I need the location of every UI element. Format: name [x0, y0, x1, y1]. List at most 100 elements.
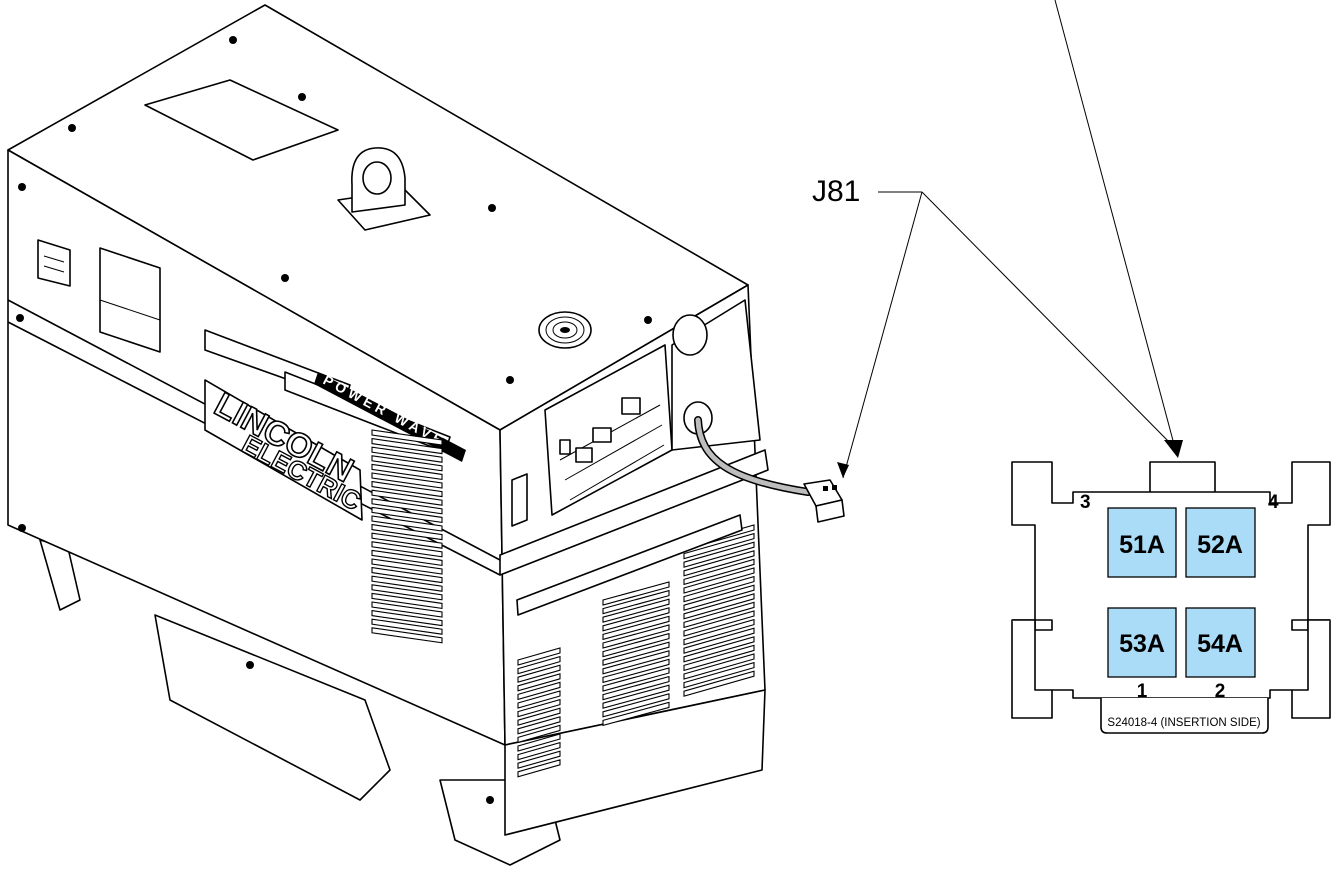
louver-slat: [371, 446, 443, 463]
part-tag: [1100, 698, 1269, 734]
leader-arrowhead: [1164, 440, 1183, 458]
louver-slat: [602, 581, 670, 606]
pin-cell: 53A: [1107, 607, 1177, 678]
louver-slat: [371, 498, 443, 515]
pin-number-3: 3: [1080, 492, 1091, 513]
louver-slat: [371, 627, 443, 644]
terminal-block: [575, 447, 593, 463]
louver-slat: [517, 655, 561, 675]
relay-component: [621, 397, 641, 415]
louver-slat: [683, 618, 755, 646]
connector-face: 51A 52A 53A 54A 3 4 1 2 S24018-4 (INSERT…: [1011, 461, 1331, 734]
pin-cell: 51A: [1107, 507, 1177, 578]
front-skirt: [504, 689, 766, 836]
louver-slat: [517, 698, 561, 718]
louver-slat: [517, 759, 561, 778]
louver-slat: [517, 673, 561, 692]
louver-slat: [371, 558, 443, 575]
louver-slat: [371, 566, 443, 584]
display-window: [37, 239, 71, 287]
pin-54a-label: 54A: [1197, 630, 1243, 658]
pin-52a-label: 52A: [1197, 531, 1243, 559]
leader-line: [921, 191, 1176, 449]
leader-arrowhead: [837, 462, 849, 478]
louver-slat: [517, 647, 561, 666]
louver-slat: [602, 667, 670, 692]
louver-slat: [517, 741, 561, 761]
louver-slat: [683, 532, 755, 560]
louver-slat: [683, 558, 755, 586]
louver-slat: [371, 549, 443, 567]
louver-slat: [517, 690, 561, 709]
louver-slat: [371, 489, 443, 506]
machine-base: [154, 614, 391, 801]
pin-54a: [1185, 607, 1256, 678]
relay-component: [592, 427, 612, 443]
welding-machine: LINCOLN ELECTRIC POWER WAVE: [7, 4, 845, 866]
louver-slat: [602, 641, 670, 666]
louver-slat: [371, 463, 443, 481]
louver-slat: [683, 627, 755, 654]
connector-outline: [1011, 461, 1331, 719]
louver-slat: [371, 515, 443, 532]
louver-slat: [371, 523, 443, 541]
louver-slat: [602, 598, 670, 623]
pin-52a: [1185, 507, 1256, 578]
j81-plug: [803, 479, 845, 523]
pin-cell: 52A: [1185, 507, 1256, 578]
louver-slat: [683, 661, 755, 689]
louver-slat: [602, 693, 670, 718]
pin-number-1: 1: [1137, 681, 1148, 702]
pin-51a: [1107, 507, 1177, 578]
connector-latch: [1149, 461, 1216, 492]
louver-slat: [517, 750, 561, 769]
louver-slat: [371, 455, 443, 472]
louver-slat: [602, 658, 670, 684]
pin-number-2: 2: [1215, 681, 1226, 702]
louver-slat: [371, 618, 443, 635]
louver-slat: [602, 615, 670, 641]
j81-callout: J81: [812, 0, 1183, 479]
pin-cell: 54A: [1185, 607, 1256, 678]
louver-slat: [602, 675, 670, 701]
lifting-eye: [337, 147, 431, 231]
louver-slat: [517, 733, 561, 752]
louver-slat: [683, 636, 755, 663]
louver-slat: [517, 707, 561, 726]
louver-slat: [517, 681, 561, 701]
side-port: [511, 473, 528, 527]
louver-slat: [683, 541, 755, 568]
louver-slat: [602, 589, 670, 615]
fan-icon: [538, 311, 592, 349]
louver-slat: [683, 653, 755, 680]
louver-slat: [371, 506, 443, 524]
louver-slat: [371, 472, 443, 489]
louver-slat: [602, 650, 670, 675]
top-label-plate: [144, 79, 339, 161]
louver-slat: [371, 592, 443, 610]
louver-slat: [371, 532, 443, 549]
side-label: [99, 247, 161, 353]
part-number-label: S24018-4 (INSERTION SIDE): [1107, 717, 1260, 729]
cover-bolts: [16, 36, 652, 804]
pin-53a: [1107, 607, 1177, 678]
louver-slat: [683, 670, 755, 697]
louver-slat: [371, 575, 443, 592]
louver-slat: [371, 584, 443, 601]
pin-51a-label: 51A: [1119, 531, 1165, 559]
side-louvers: [371, 429, 443, 644]
leader-line: [842, 191, 923, 479]
louver-slat: [371, 541, 443, 558]
front-louvers: [517, 524, 755, 778]
louver-slat: [371, 601, 443, 618]
louver-slat: [517, 724, 561, 744]
louver-slat: [683, 575, 755, 603]
louver-slat: [602, 624, 670, 649]
louver-slat: [683, 610, 755, 637]
louver-slat: [371, 429, 443, 446]
louver-slat: [683, 644, 755, 672]
pin-53a-label: 53A: [1119, 630, 1165, 658]
louver-slat: [683, 550, 755, 577]
front-rail: [516, 514, 743, 616]
